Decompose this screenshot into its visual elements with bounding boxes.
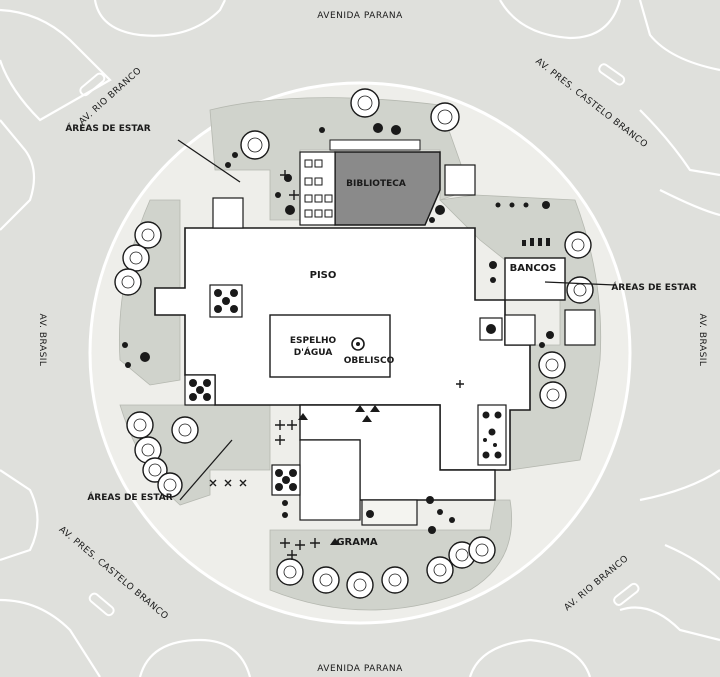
street-right: AV. BRASIL: [697, 314, 707, 367]
label-piso: PISO: [310, 270, 337, 281]
street-bottom: AVENIDA PARANA: [317, 664, 403, 674]
street-top: AVENIDA PARANA: [317, 11, 403, 21]
median-islands: [79, 63, 640, 617]
label-biblioteca: BIBLIOTECA: [346, 179, 406, 189]
label-areas-right: ÁREAS DE ESTAR: [611, 281, 696, 293]
shrubs: [122, 123, 554, 534]
planter-shrubs: [189, 289, 502, 518]
library-roof-strip: [329, 139, 421, 151]
entrance-right: [564, 309, 596, 346]
label-areas-top-left: ÁREAS DE ESTAR: [65, 122, 150, 134]
entrance-top-right: [444, 164, 476, 196]
crosses-plants: [209, 170, 464, 560]
obelisco-center: [356, 342, 360, 346]
leader-lines: [177, 139, 616, 501]
grama-path: [299, 439, 361, 521]
street-left: AV. BRASIL: [37, 314, 47, 367]
label-grama: GRAMA: [336, 537, 378, 548]
spade-plants: [298, 405, 380, 545]
label-obelisco: OBELISCO: [344, 356, 395, 366]
espelho-dagua: [269, 314, 391, 378]
bancos-room: [504, 257, 566, 301]
label-areas-bottom-left: ÁREAS DE ESTAR: [87, 491, 172, 503]
obelisco-marker: [351, 337, 365, 351]
entrance-top-left: [212, 197, 244, 229]
label-espelho-line2: D'ÁGUA: [294, 346, 333, 358]
bench-right: [504, 314, 536, 346]
label-bancos: BANCOS: [510, 263, 557, 274]
label-espelho-line1: ESPELHO: [290, 336, 337, 346]
library-windows: [304, 159, 333, 218]
